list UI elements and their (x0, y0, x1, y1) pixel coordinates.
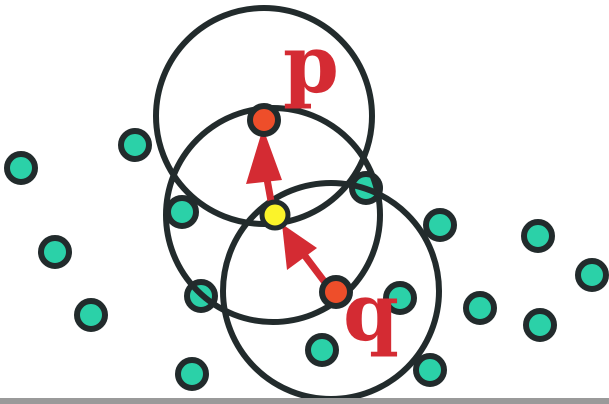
label-p: p (283, 17, 339, 111)
point-q (319, 275, 353, 309)
label-q: q (343, 265, 399, 359)
point (118, 128, 152, 162)
point (175, 357, 209, 391)
point (463, 291, 497, 325)
point (413, 353, 447, 387)
bottom-edge (0, 398, 609, 404)
point (575, 258, 609, 292)
point (165, 195, 199, 229)
point (383, 281, 417, 315)
center-point (259, 199, 291, 231)
arrow-upper-head (246, 128, 282, 184)
point (423, 208, 457, 242)
point (38, 235, 72, 269)
point (74, 298, 108, 332)
point (4, 151, 38, 185)
arrow-lower-head (282, 224, 317, 270)
point (521, 219, 555, 253)
point (305, 333, 339, 367)
point-p (247, 103, 281, 137)
scatter-points (4, 128, 609, 391)
point (523, 308, 557, 342)
